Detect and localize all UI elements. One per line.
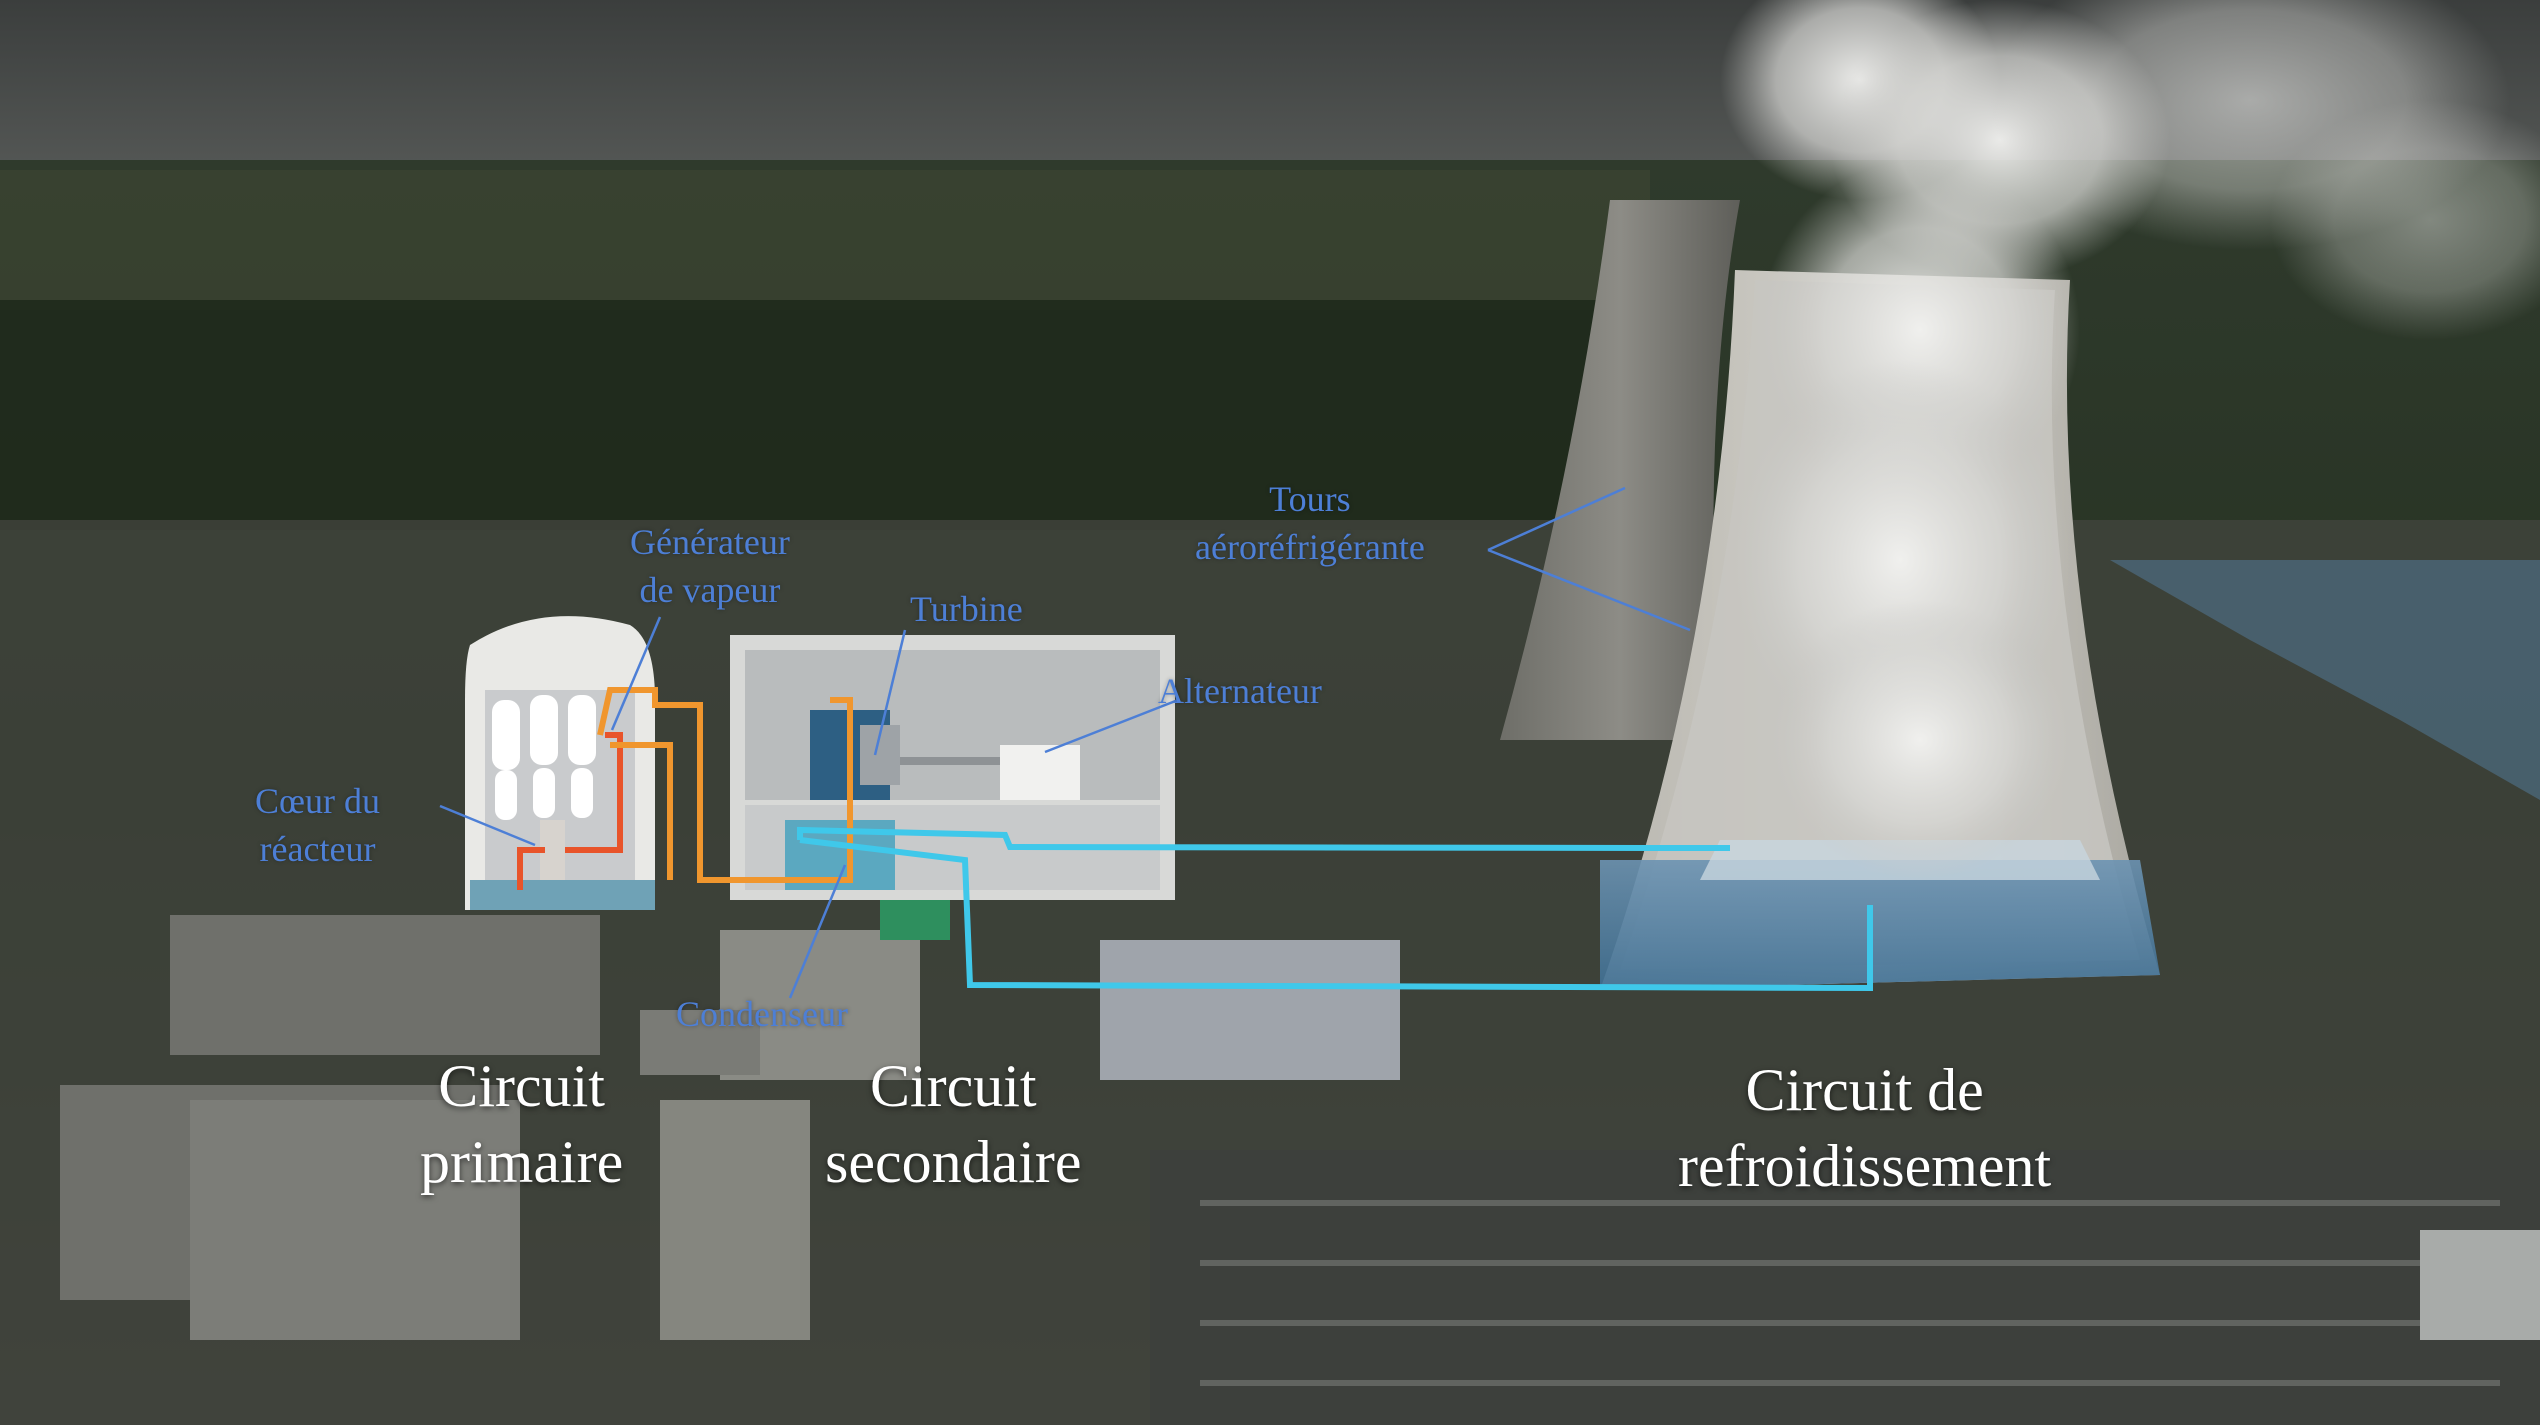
tours-label-line1: Tours [1269, 479, 1351, 519]
circuit-refroidissement-line2: refroidissement [1678, 1133, 2052, 1199]
distant-fields [0, 170, 1650, 310]
generateur-label-line1: Générateur [630, 522, 790, 562]
coeur-label: Cœur du réacteur [255, 777, 380, 873]
site-buildings [60, 915, 2540, 1340]
circuit-primaire-label: Circuit primaire [420, 1048, 623, 1200]
circuit-primaire-line2: primaire [420, 1129, 624, 1195]
generateur-label-line2: de vapeur [639, 570, 781, 610]
shaft [900, 757, 1000, 765]
coeur-label-line1: Cœur du [255, 781, 380, 821]
alternateur-label: Alternateur [1158, 671, 1322, 711]
secondary-loop-return [610, 742, 673, 880]
generateur-label: Générateur de vapeur [630, 518, 790, 614]
tours-label-line2: aéroréfrigérante [1195, 527, 1425, 567]
alternator-body [1000, 745, 1080, 800]
forest [0, 300, 1650, 530]
tours-label: Tours aéroréfrigérante [1195, 475, 1425, 571]
parking-lot [1150, 1150, 2540, 1425]
circuit-primaire-line1: Circuit [438, 1053, 605, 1119]
circuit-secondaire-label: Circuit secondaire [825, 1048, 1082, 1200]
river [2110, 560, 2540, 800]
cooling-basin [1600, 860, 2160, 990]
circuit-refroidissement-label: Circuit de refroidissement [1678, 1052, 2051, 1204]
pump-block [880, 900, 950, 940]
leader-lines [439, 486, 1691, 999]
parking-rows [1200, 1200, 2500, 1386]
steam-plume [1720, 0, 2540, 880]
circuit-secondaire-line2: secondaire [825, 1129, 1082, 1195]
circuit-refroidissement-line1: Circuit de [1745, 1057, 1984, 1123]
primary-loop [517, 732, 623, 890]
circuit-secondaire-line1: Circuit [869, 1053, 1037, 1119]
coeur-label-line2: réacteur [259, 829, 376, 869]
turbine-hall-upper [745, 650, 1160, 800]
cooling-loop-return [799, 837, 1873, 992]
reactor-pool [470, 880, 655, 910]
cooling-loop-supply [797, 826, 1730, 851]
secondary-loop [597, 687, 853, 883]
condenseur-label: Condenseur [676, 994, 848, 1034]
steam-generators [492, 695, 596, 820]
cooling-tower-back [1500, 200, 1740, 740]
turbine-label: Turbine [910, 589, 1023, 629]
